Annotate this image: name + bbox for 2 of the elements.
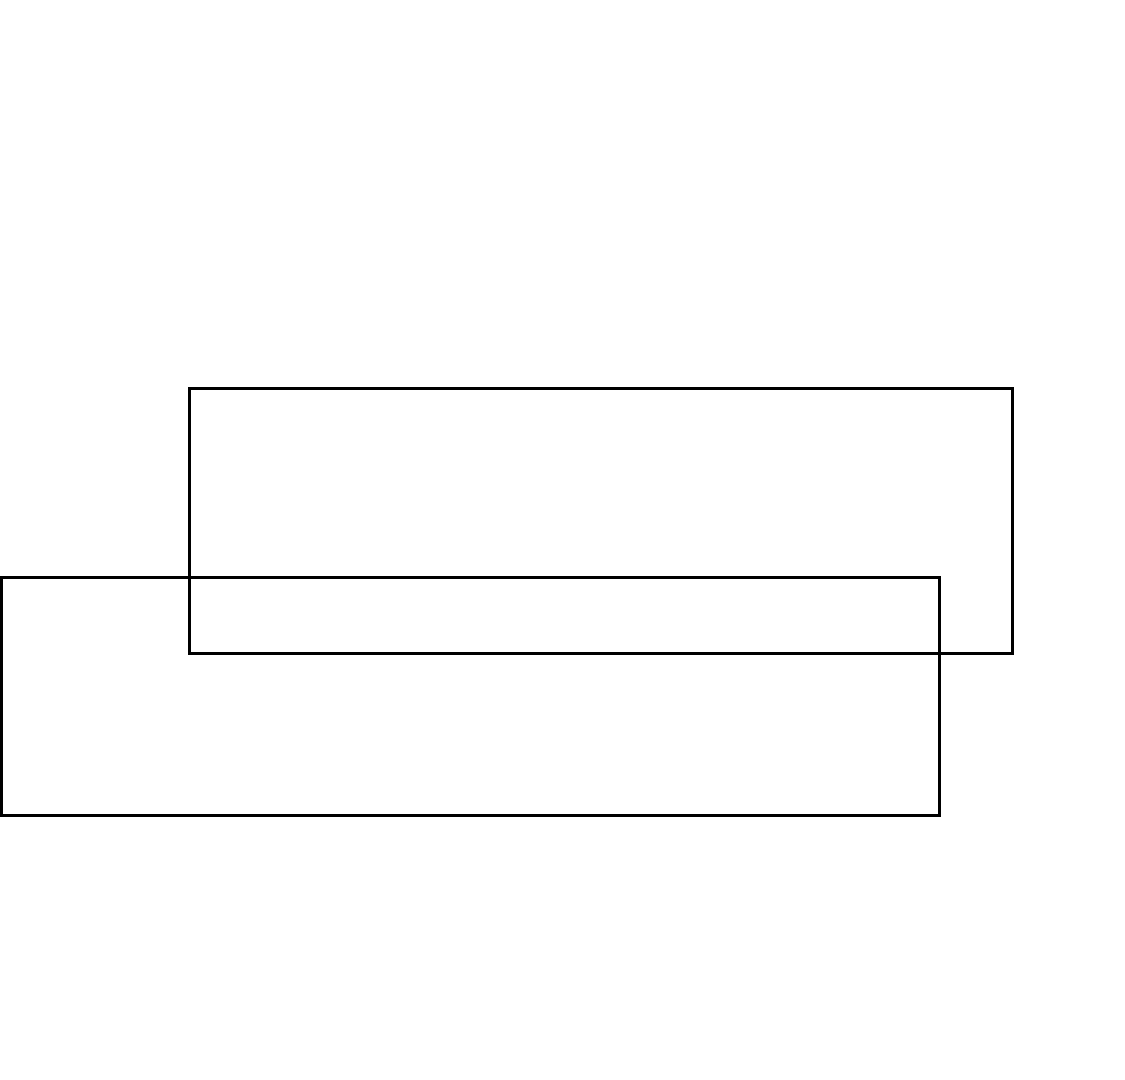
rectangle-outline [0, 576, 941, 817]
rectangle-outline [188, 387, 1014, 655]
